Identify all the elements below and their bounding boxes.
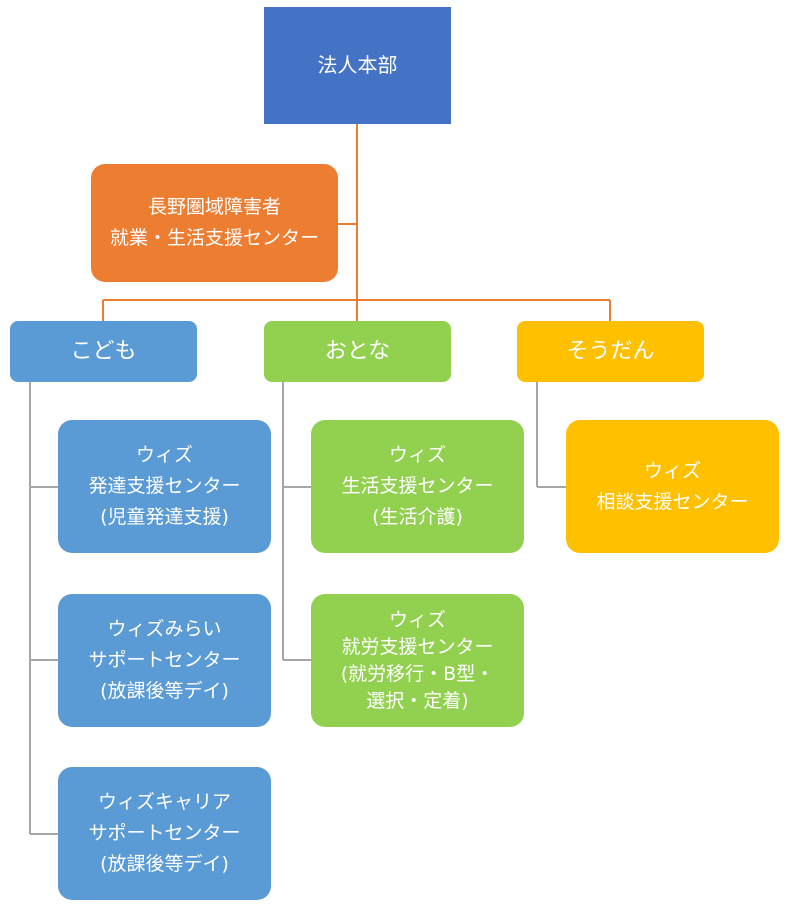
- center-unit-line-1: 長野圏域障害者: [147, 196, 281, 218]
- unit-otona-2: ウィズ 就労支援センター (就労移行・B型・ 選択・定着): [311, 594, 524, 727]
- unit-kodomo-1-line-3: (児童発達支援): [100, 506, 229, 528]
- unit-kodomo-2-line-2: サポートセンター: [88, 649, 241, 671]
- unit-otona-1-line-2: 生活支援センター: [341, 475, 494, 497]
- unit-otona-1-line-1: ウィズ: [388, 444, 446, 466]
- category-otona: おとな: [264, 321, 451, 382]
- unit-kodomo-1-line-2: 発達支援センター: [88, 475, 241, 497]
- unit-otona-1-line-3: (生活介護): [372, 506, 463, 528]
- center-unit-node: 長野圏域障害者 就業・生活支援センター: [91, 164, 338, 282]
- unit-otona-2-line-2: 就労支援センター: [341, 635, 494, 658]
- unit-kodomo-2-line-3: (放課後等デイ): [100, 680, 229, 702]
- unit-kodomo-1: ウィズ 発達支援センター (児童発達支援): [58, 420, 271, 553]
- unit-otona-2-line-1: ウィズ: [388, 608, 446, 631]
- category-soudan: そうだん: [517, 321, 704, 382]
- unit-kodomo-2-line-1: ウィズみらい: [107, 618, 222, 640]
- unit-kodomo-3: ウィズキャリア サポートセンター (放課後等デイ): [58, 767, 271, 900]
- category-otona-label: おとな: [324, 339, 391, 364]
- unit-kodomo-2: ウィズみらい サポートセンター (放課後等デイ): [58, 594, 271, 727]
- unit-otona-2-line-3: (就労移行・B型・: [340, 662, 495, 685]
- headquarters-label: 法人本部: [317, 53, 398, 77]
- unit-soudan-1-line-1: ウィズ: [643, 459, 701, 482]
- unit-kodomo-3-line-2: サポートセンター: [88, 822, 241, 844]
- unit-kodomo-3-line-1: ウィズキャリア: [97, 791, 231, 813]
- unit-kodomo-1-line-1: ウィズ: [135, 444, 193, 466]
- unit-otona-2-line-4: 選択・定着): [366, 689, 469, 712]
- unit-otona-1: ウィズ 生活支援センター (生活介護): [311, 420, 524, 553]
- headquarters-node: 法人本部: [264, 7, 451, 124]
- category-kodomo: こども: [10, 321, 197, 382]
- unit-kodomo-3-line-3: (放課後等デイ): [100, 853, 229, 875]
- category-soudan-label: そうだん: [566, 339, 655, 364]
- center-unit-line-2: 就業・生活支援センター: [109, 227, 319, 249]
- unit-soudan-1: ウィズ 相談支援センター: [566, 420, 779, 553]
- category-kodomo-label: こども: [70, 339, 137, 364]
- unit-soudan-1-line-2: 相談支援センター: [596, 490, 749, 513]
